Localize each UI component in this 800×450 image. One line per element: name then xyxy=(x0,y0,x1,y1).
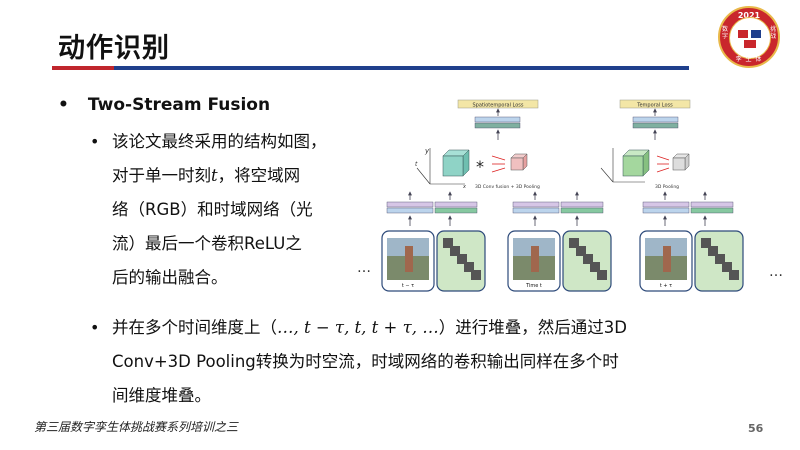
axis-t-label: t xyxy=(415,161,418,168)
bullet-heading: Two-Stream Fusion xyxy=(87,95,271,115)
fc-layer xyxy=(474,122,521,129)
page-title: 动作识别 xyxy=(58,33,170,64)
sub-bullet-dot: • xyxy=(90,318,100,337)
sub2-line-1: 并在多个时间维度上（…, t − τ, t, t + τ, …）进行堆叠，然后通… xyxy=(112,318,627,337)
sub1-line-5: 后的输出融合。 xyxy=(112,268,228,287)
logo-right-chars: 挑战 xyxy=(769,26,776,40)
conv-operator: * xyxy=(476,157,484,176)
logo-year: 2021 xyxy=(737,11,761,20)
sub1-line-2: 对于单一时刻t，将空域网 xyxy=(112,166,301,185)
temporal-loss-label: Temporal Loss xyxy=(636,103,673,109)
sub1-line-3: 络（RGB）和时域网络（光 xyxy=(112,200,313,219)
sub-bullet-dot: • xyxy=(90,132,100,151)
temporal-loss-box xyxy=(619,99,691,109)
op-label-right: 3D Pooling xyxy=(655,184,679,190)
sub2-line-2: Conv+3D Pooling转换为时空流，时域网络的卷积输出同样在多个时 xyxy=(112,352,619,371)
fc-layer xyxy=(632,122,679,129)
two-stream-fusion-figure: Spatiotemporal Loss Temporal Loss y t x … xyxy=(357,99,783,292)
sub1-line-1: 该论文最终采用的结构如图， xyxy=(112,132,327,151)
title-underline-red xyxy=(52,66,114,70)
sub2-line-3: 间维度堆叠。 xyxy=(112,386,211,405)
fc-layer xyxy=(474,116,521,123)
bullet-dot: • xyxy=(58,95,69,115)
temporal-pooled-cube xyxy=(672,153,690,171)
spatiotemporal-loss-box xyxy=(457,99,539,109)
axis-y-label: y xyxy=(424,147,430,155)
fc-layer xyxy=(632,116,679,123)
fused-feature-cube xyxy=(442,149,470,177)
pooled-cube xyxy=(510,153,528,171)
axis-x-label: x xyxy=(462,184,466,190)
frame-label-t-minus: t − τ xyxy=(402,283,414,289)
temporal-feature-cube xyxy=(622,149,650,177)
footer-text: 第三届数字孪生体挑战赛系列培训之三 xyxy=(34,420,239,434)
input-frame-group-right: t + τ xyxy=(639,230,744,292)
red-arrows-right xyxy=(656,155,670,173)
page-number: 56 xyxy=(748,422,764,435)
competition-logo: 2021 数字 挑战 李 生 体 xyxy=(718,6,780,68)
logo-emblem xyxy=(729,17,771,59)
input-frame-group-left: t − τ xyxy=(381,230,486,292)
logo-left-chars: 数字 xyxy=(721,26,728,40)
bullet-two-stream-fusion: • Two-Stream Fusion xyxy=(58,95,270,115)
input-frame-group-center: Time t xyxy=(507,230,612,292)
spatiotemporal-loss-label: Spatiotemporal Loss xyxy=(472,103,523,109)
conv-layer-stacks xyxy=(386,201,734,214)
red-arrows-left xyxy=(491,155,506,173)
frame-label-t-plus: t + τ xyxy=(660,283,672,289)
ellipsis-left: … xyxy=(357,260,371,276)
sub1-line-4: 流）最后一个卷积ReLU之 xyxy=(112,234,302,253)
title-underline-blue xyxy=(114,66,689,70)
logo-bottom-chars: 李 生 体 xyxy=(735,56,763,63)
op-label-left: 3D Conv fusion + 3D Pooling xyxy=(475,184,540,190)
ellipsis-right: … xyxy=(769,264,783,280)
frame-label-time-t: Time t xyxy=(525,283,542,289)
